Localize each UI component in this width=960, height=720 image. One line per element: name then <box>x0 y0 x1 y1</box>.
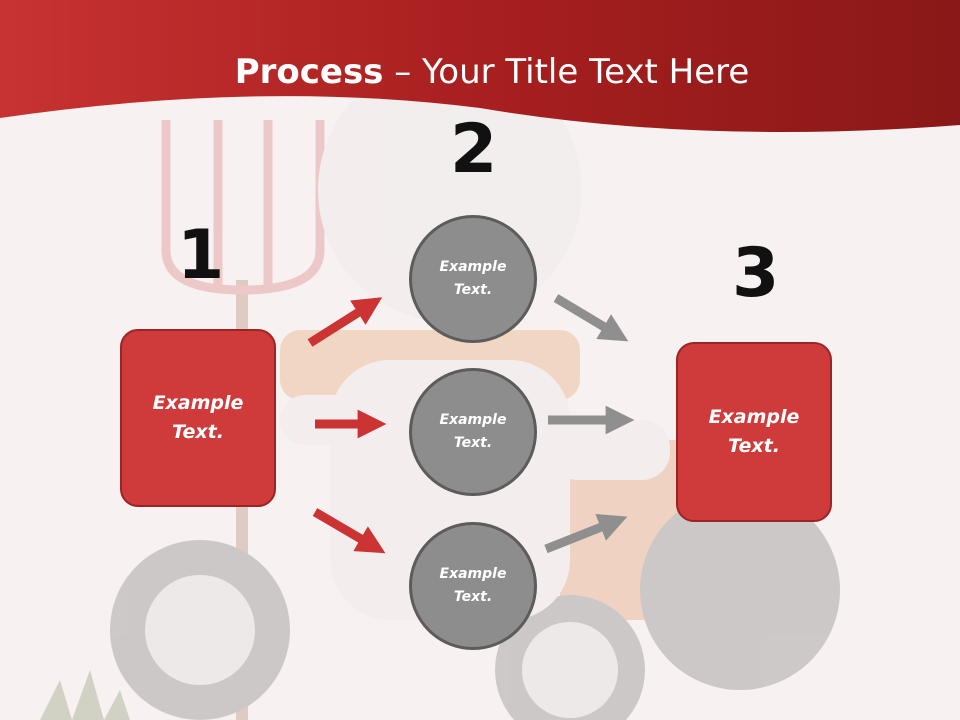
page-title: Process – Your Title Text Here <box>0 52 960 92</box>
step-number-3: 3 <box>732 234 780 313</box>
step-1-box: Example Text. <box>120 329 276 507</box>
step-3-text: Example Text. <box>708 406 800 457</box>
arrow-red-up <box>307 297 383 347</box>
arrow-gray-up <box>544 513 628 554</box>
arrow-gray-down <box>553 294 629 342</box>
title-rest: – Your Title Text Here <box>383 52 750 92</box>
step-number-1: 1 <box>177 216 225 295</box>
step-number-2: 2 <box>450 110 498 189</box>
circle-3: Example Text. <box>409 522 537 650</box>
circle-1: Example Text. <box>409 215 537 343</box>
header-banner <box>0 0 960 133</box>
step-3-box: Example Text. <box>676 342 832 522</box>
arrow-red-down <box>312 508 386 554</box>
circle-3-text: Example Text. <box>439 566 507 605</box>
circle-2-text: Example Text. <box>439 412 507 451</box>
circle-1-text: Example Text. <box>439 259 507 298</box>
circle-2: Example Text. <box>409 368 537 496</box>
step-1-text: Example Text. <box>152 392 244 443</box>
title-bold: Process <box>234 52 384 92</box>
